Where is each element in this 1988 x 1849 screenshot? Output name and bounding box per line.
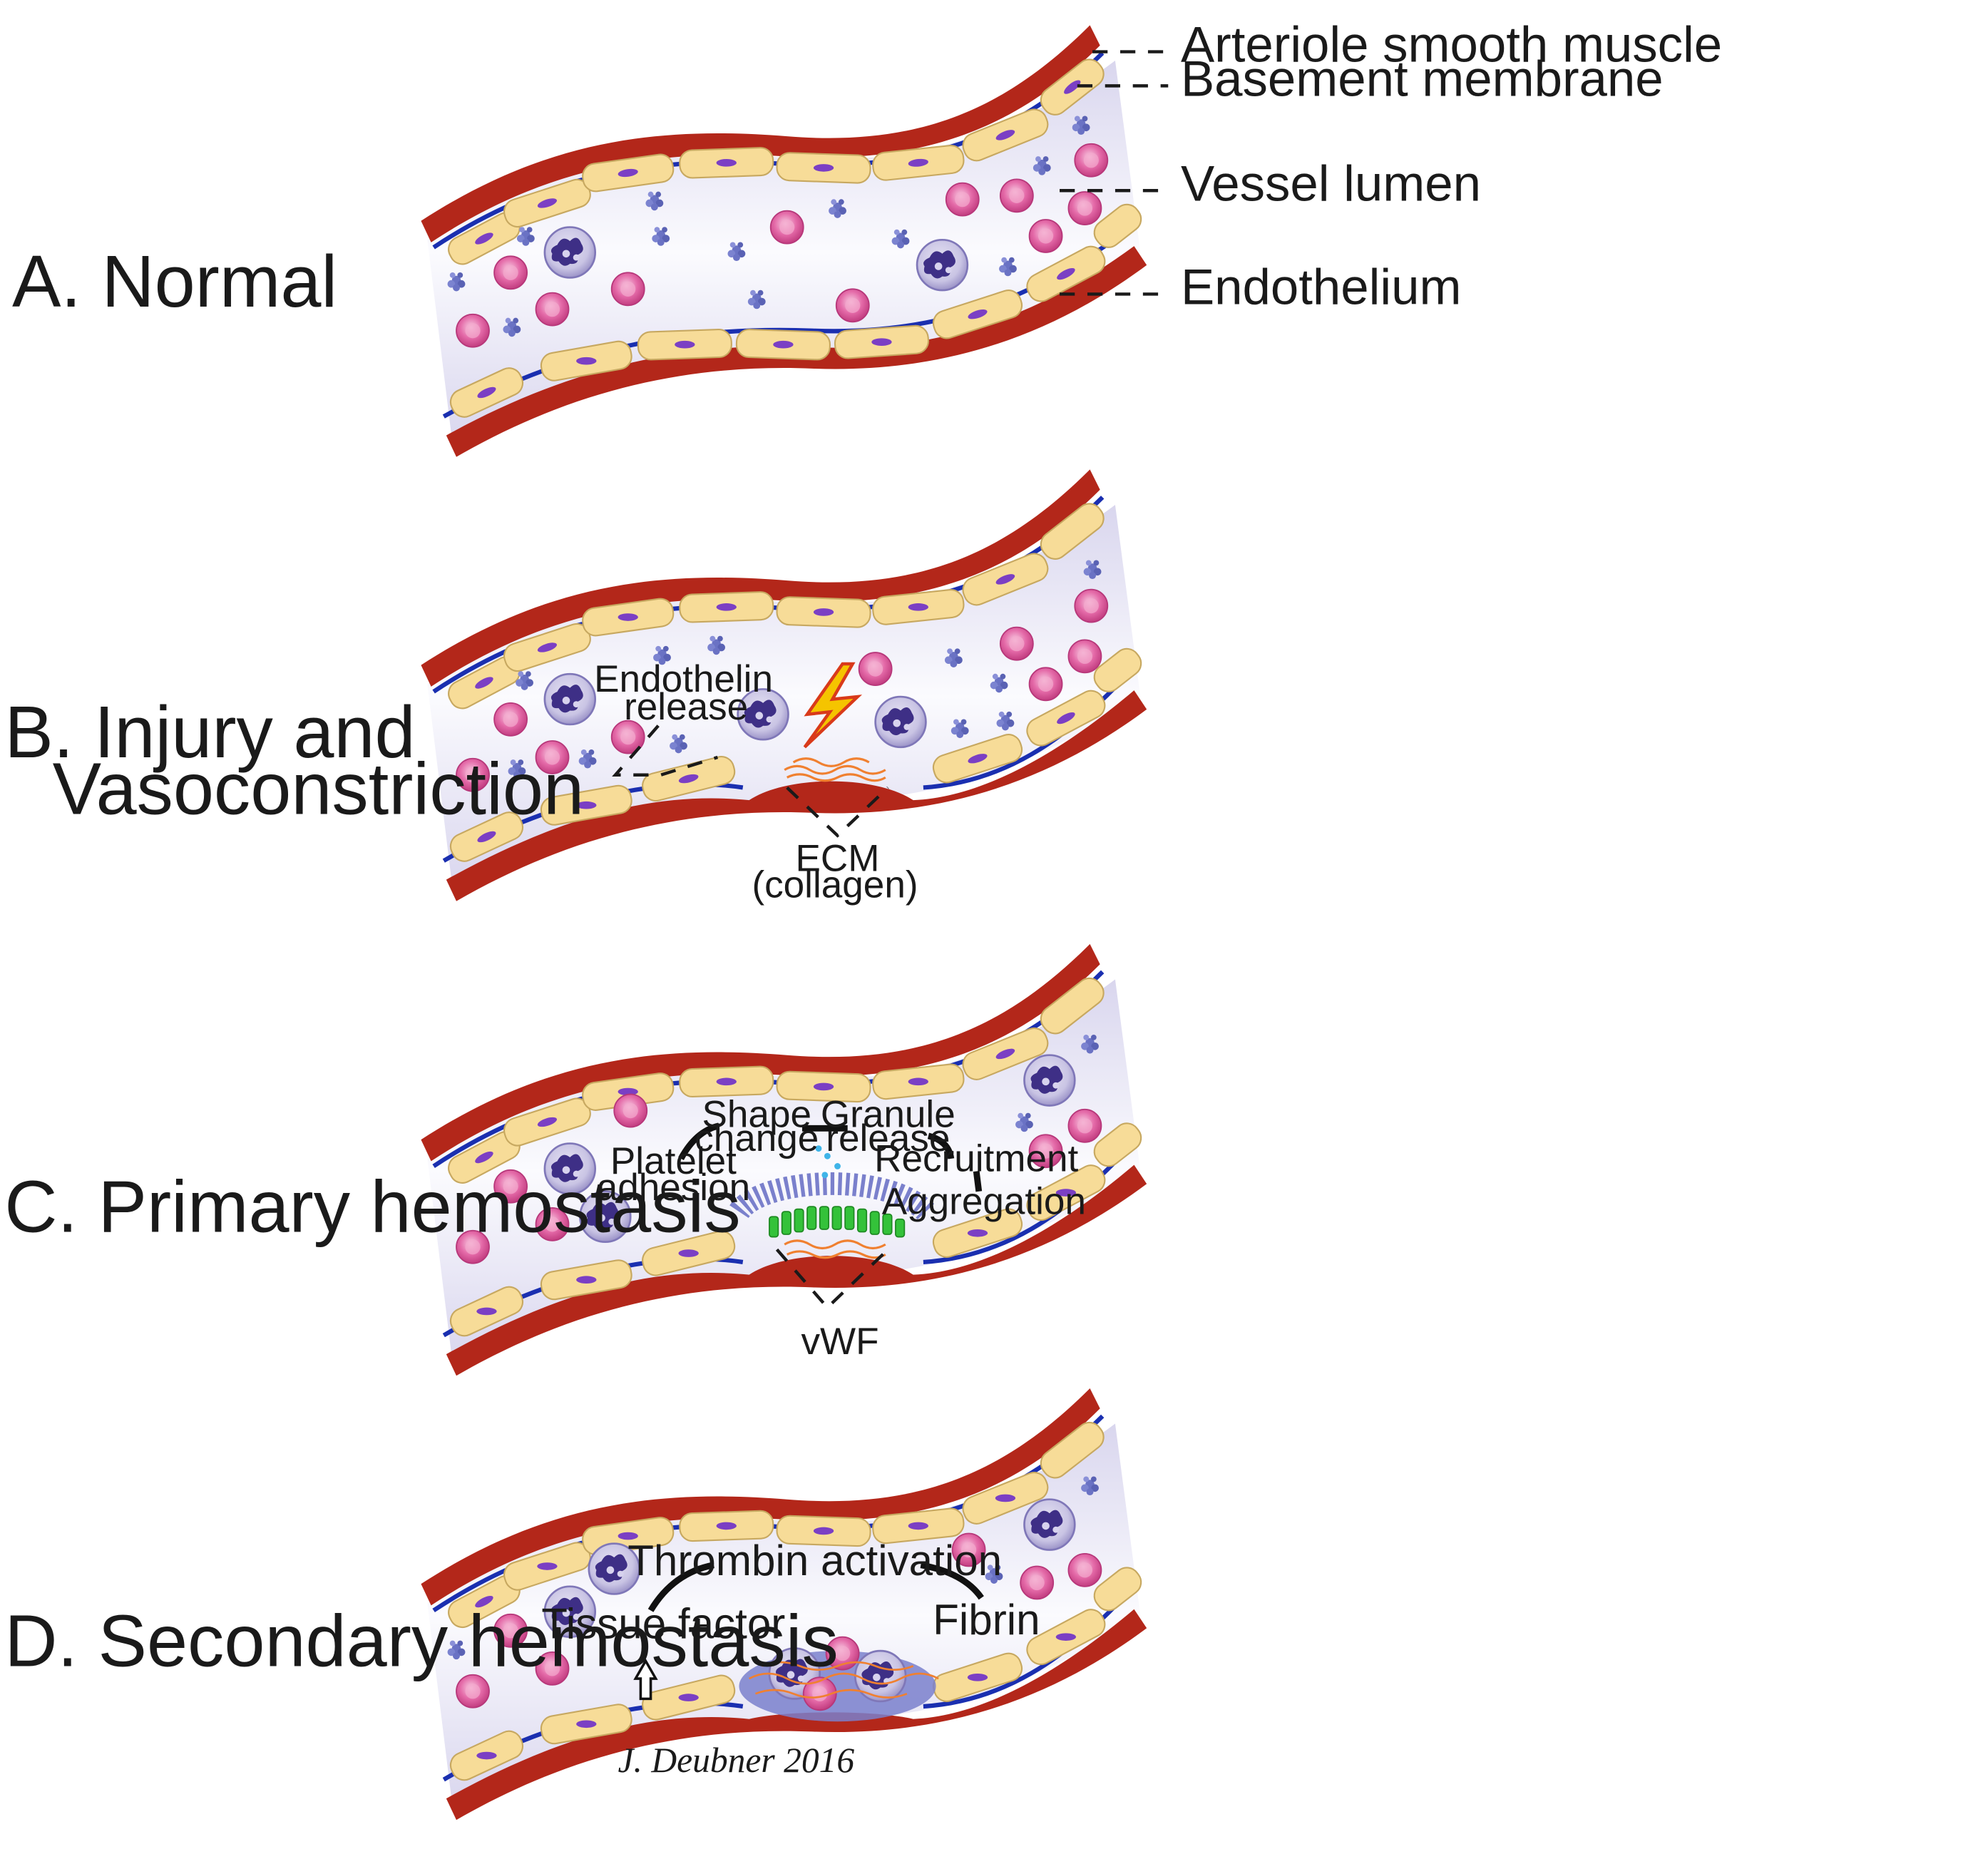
recruitment-label: Recruitment	[874, 1138, 1078, 1180]
artist-signature: J. Deubner 2016	[618, 1741, 855, 1780]
callout-basement-membrane: Basement membrane	[1181, 51, 1664, 108]
smooth-muscle-top-a	[421, 25, 1100, 242]
vwf-bars	[769, 1206, 906, 1238]
panel-a-normal	[421, 25, 1147, 457]
callout-vessel-lumen: Vessel lumen	[1181, 155, 1481, 212]
shape-change-line2: change	[695, 1117, 819, 1159]
tissue-factor-up-arrow-icon	[633, 1658, 658, 1701]
fibrin-clot	[739, 1636, 939, 1722]
arrow-thrombin-to-fibrin	[920, 1562, 984, 1600]
panel-d-secondary	[421, 1388, 1147, 1820]
ecm-label-line1: ECM	[796, 837, 880, 879]
panel-c-label: C. Primary hemostasis	[4, 1165, 740, 1247]
platelet-adhesion-line1: Platelet	[610, 1140, 737, 1182]
panel-c-primary	[421, 943, 1147, 1376]
vwf-label: vWF	[801, 1321, 879, 1363]
panel-b-injury	[421, 469, 1147, 901]
aggregation-label: Aggregation	[882, 1181, 1086, 1223]
ecm-label-line2: (collagen)	[752, 864, 918, 906]
panel-d-label: D. Secondary hemostasis	[4, 1599, 838, 1681]
panel-b-label-line1: B. Injury and	[4, 691, 415, 773]
platelet-plug	[729, 1172, 935, 1220]
shape-change-line1: Shape	[702, 1094, 811, 1136]
panel-a-label: A. Normal	[12, 240, 337, 322]
arrow-adhesion	[678, 1122, 720, 1160]
fibrin-label: Fibrin	[933, 1596, 1040, 1644]
endothelin-label-line2: release	[624, 686, 748, 728]
collagen-fibers-b	[784, 757, 886, 782]
endothelin-label-line1: Endothelin	[594, 658, 773, 700]
granules	[815, 1145, 841, 1179]
panel-b-label-line2: Vasoconstriction	[53, 748, 584, 830]
arrow-tissue-to-thrombin	[647, 1562, 714, 1612]
granule-release-line2: release	[826, 1117, 950, 1159]
tissue-factor-label: Tissue factor	[541, 1599, 785, 1647]
callout-arteriole-smooth-muscle: Arteriole smooth muscle	[1181, 17, 1722, 73]
callout-endothelium: Endothelium	[1181, 260, 1461, 316]
thrombin-activation-label: Thrombin activation	[627, 1537, 1002, 1584]
platelet-adhesion-line2: adhesion	[597, 1167, 750, 1209]
injury-lightning-icon	[803, 662, 863, 749]
granule-release-line1: Granule	[821, 1094, 955, 1136]
